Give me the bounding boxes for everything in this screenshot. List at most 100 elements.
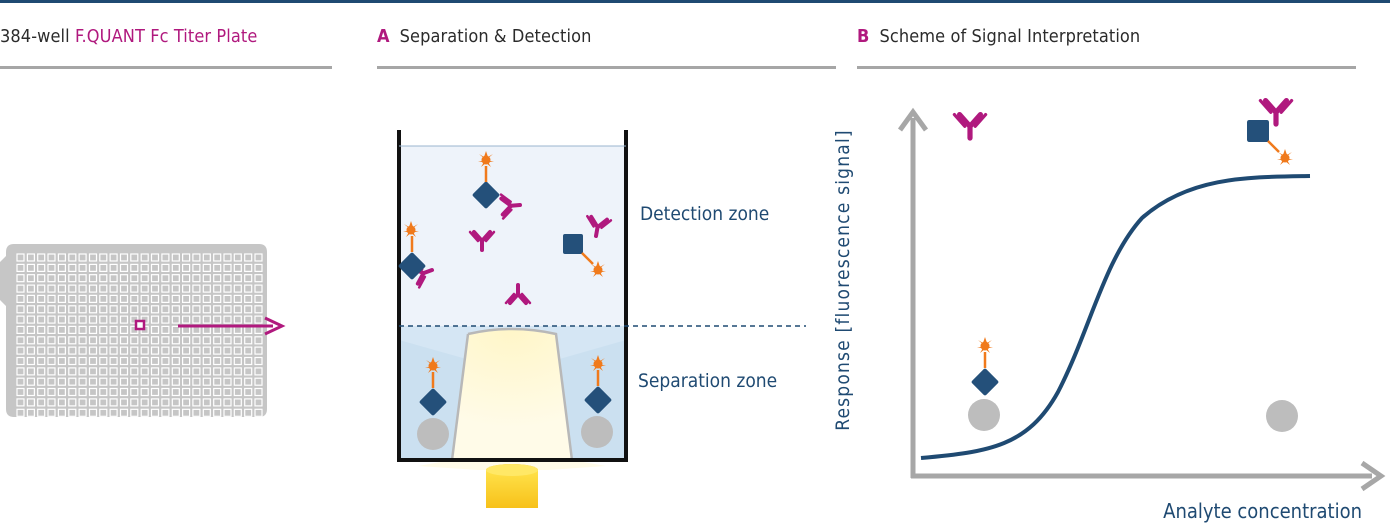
plate-well: [26, 284, 35, 293]
plate-well: [47, 377, 56, 386]
plate-well: [68, 367, 77, 376]
plate-well: [192, 284, 201, 293]
plate-well: [171, 398, 180, 407]
plate-well: [254, 367, 263, 376]
plate-well: [213, 294, 222, 303]
plate-well: [192, 408, 201, 417]
plate-well: [192, 253, 201, 262]
plate-well: [171, 356, 180, 366]
plate-well: [233, 263, 242, 272]
plate-well: [213, 346, 222, 355]
plate-well: [16, 325, 25, 334]
x-axis-label: Analyte concentration: [1163, 499, 1362, 523]
plate-well: [182, 253, 191, 262]
plate-well: [16, 253, 25, 262]
plate-well: [78, 408, 87, 417]
plate-header: 384-well F.QUANT Fc Titer Plate: [0, 26, 257, 47]
plate-well: [119, 346, 129, 355]
plate-well: [88, 356, 98, 366]
plate-well: [88, 377, 98, 386]
plate-well: [57, 294, 67, 303]
plate-well: [130, 408, 139, 417]
plate-well: [192, 346, 201, 355]
plate-well: [223, 305, 232, 314]
plate-well: [37, 294, 46, 303]
plate-well: [57, 253, 67, 262]
plate-well: [119, 274, 129, 283]
plate-well: [244, 398, 253, 407]
plate-well: [37, 305, 46, 314]
plate-well: [223, 387, 232, 397]
plate-well: [150, 263, 160, 272]
plate-well: [47, 387, 56, 397]
plate-well: [202, 346, 211, 355]
plate-well: [78, 253, 87, 262]
plate-well: [182, 367, 191, 376]
plate-well: [254, 305, 263, 314]
plate-title-highlight: F.QUANT Fc Titer Plate: [75, 26, 258, 47]
plate-well: [109, 387, 118, 397]
plate-well: [244, 387, 253, 397]
plate-well: [78, 294, 87, 303]
plate-well: [161, 263, 170, 272]
plate-well: [26, 387, 35, 397]
plate-well: [150, 377, 160, 386]
plate-well: [47, 294, 56, 303]
plate-well: [244, 336, 253, 345]
plate-well: [68, 398, 77, 407]
plate-well: [119, 336, 129, 345]
plate-well: [68, 356, 77, 366]
plate-well: [202, 367, 211, 376]
plate-well: [254, 346, 263, 355]
plate-well: [140, 253, 149, 262]
signal-chart: [897, 101, 1386, 492]
plate-well: [109, 346, 118, 355]
plate-well: [68, 377, 77, 386]
plate-well: [161, 294, 170, 303]
plate-well: [161, 377, 170, 386]
plate-well: [233, 377, 242, 386]
plate-well: [140, 356, 149, 366]
plate-well: [213, 377, 222, 386]
plate-well: [244, 263, 253, 272]
plate-well: [57, 387, 67, 397]
plate-well: [244, 284, 253, 293]
plate-well: [16, 387, 25, 397]
plate-well: [88, 263, 98, 272]
plate-well: [233, 315, 242, 324]
plate-well: [244, 346, 253, 355]
plate-well: [161, 325, 170, 334]
plate-well: [68, 325, 77, 334]
plate-well: [78, 367, 87, 376]
plate-well: [57, 377, 67, 386]
plate-well: [109, 377, 118, 386]
plate-well: [88, 398, 98, 407]
plate-well: [47, 336, 56, 345]
plate-well: [119, 284, 129, 293]
plate-well: [150, 253, 160, 262]
plate-well: [213, 315, 222, 324]
plate-well: [161, 408, 170, 417]
plate-well: [37, 377, 46, 386]
plate-well: [254, 377, 263, 386]
plate-well: [37, 284, 46, 293]
plate-well: [161, 253, 170, 262]
plate-well: [171, 284, 180, 293]
plate-well: [244, 253, 253, 262]
plate-well: [16, 294, 25, 303]
plate-well: [192, 274, 201, 283]
plate-well: [16, 336, 25, 345]
plate-well: [88, 325, 98, 334]
plate-well: [171, 336, 180, 345]
plate-well: [109, 263, 118, 272]
plate-well: [223, 367, 232, 376]
plate-well: [182, 336, 191, 345]
plate-well: [16, 284, 25, 293]
plate-well: [202, 294, 211, 303]
plate-well: [171, 274, 180, 283]
plate-well: [202, 356, 211, 366]
plate-well: [130, 346, 139, 355]
plate-well: [171, 305, 180, 314]
plate-well: [233, 387, 242, 397]
plate-well: [68, 253, 77, 262]
